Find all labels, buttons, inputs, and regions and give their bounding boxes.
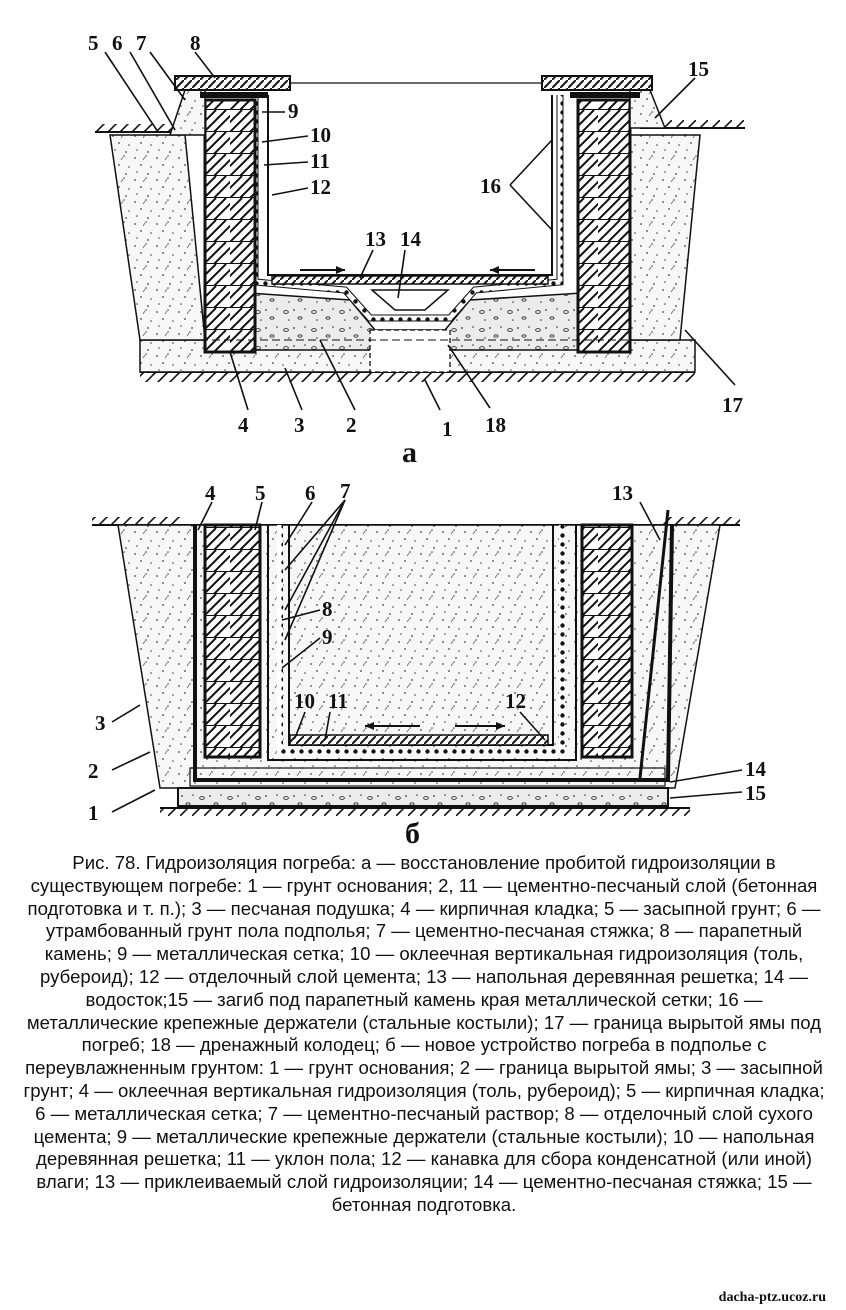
floor-grate-b [289,734,549,746]
label-a-7: 7 [136,31,147,55]
label-b-7: 7 [340,479,351,503]
cellar-waterproofing-diagram: 5 6 7 8 15 9 10 11 12 16 13 14 4 3 2 1 1… [88,31,767,850]
drain-well [369,329,451,373]
parapet-left [174,75,291,91]
label-b-15: 15 [745,781,766,805]
brick-wall-left-b [203,523,262,759]
sub-label-a: а [402,436,417,469]
label-a-13: 13 [365,227,386,251]
label-b-2: 2 [88,759,99,783]
label-b-9: 9 [322,625,333,649]
label-b-4: 4 [205,481,216,505]
brick-wall-right-b [580,523,634,759]
label-a-4: 4 [238,413,249,437]
label-b-6: 6 [305,481,316,505]
label-b-13: 13 [612,481,633,505]
watermark: dacha-ptz.ucoz.ru [718,1290,826,1305]
label-b-1: 1 [88,801,99,825]
label-b-5: 5 [255,481,266,505]
label-a-10: 10 [310,123,331,147]
label-a-2: 2 [346,413,357,437]
label-a-14: 14 [400,227,422,251]
ground-hatch-a [140,372,695,382]
label-a-9: 9 [288,99,299,123]
label-a-11: 11 [310,149,330,173]
label-a-12: 12 [310,175,331,199]
floor-grate-a [271,275,549,285]
brick-wall-left-a [203,98,257,354]
diagram-a: 5 6 7 8 15 9 10 11 12 16 13 14 4 3 2 1 1… [88,31,745,469]
label-a-8: 8 [190,31,201,55]
label-b-8: 8 [322,597,333,621]
drain-channel [369,289,451,311]
backfill-right [629,134,701,341]
label-a-6: 6 [112,31,123,55]
label-a-1: 1 [442,417,453,441]
label-b-12: 12 [505,689,526,713]
label-a-15: 15 [688,57,709,81]
label-b-10: 10 [294,689,315,713]
label-a-17: 17 [722,393,743,417]
label-b-14: 14 [745,757,767,781]
diagram-b: 4 5 6 7 13 8 9 10 11 12 3 2 1 14 15 б [88,479,767,850]
figure-caption: Рис. 78. Гидроизоляция погреба: а — восс… [23,852,825,1215]
label-a-3: 3 [294,413,305,437]
brick-wall-right-a [576,98,632,354]
label-a-18: 18 [485,413,506,437]
parapet-right [541,75,653,91]
sub-label-b: б [405,817,420,850]
label-a-16: 16 [480,174,501,198]
label-a-5: 5 [88,31,99,55]
waterproofing-b [193,524,674,782]
label-b-11: 11 [328,689,348,713]
backfill-left [109,134,206,341]
concrete-base-b [177,787,669,807]
label-b-3: 3 [95,711,106,735]
